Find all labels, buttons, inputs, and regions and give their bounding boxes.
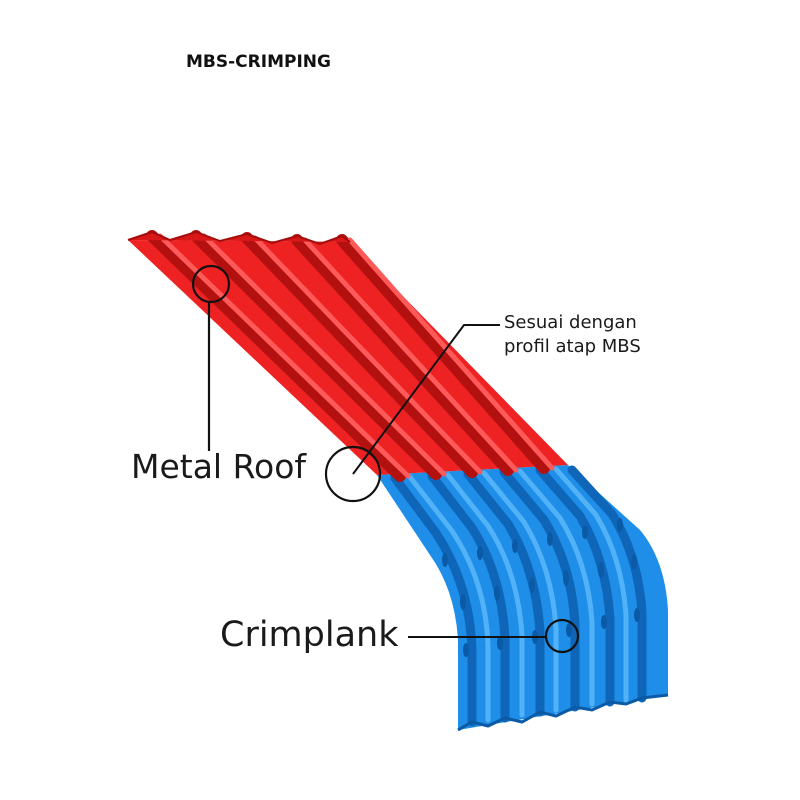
crimplank-ribs xyxy=(390,465,647,727)
page-title: MBS-CRIMPING xyxy=(186,52,331,72)
crimp-marks xyxy=(442,518,640,657)
callout-circle-icon xyxy=(191,264,231,304)
callout-circle-icon xyxy=(324,445,382,503)
profile-note-label: Sesuai dengan profil atap MBS xyxy=(504,311,641,359)
note-leader-line xyxy=(352,324,500,475)
metal-roof-top-edge xyxy=(127,230,351,246)
crimplank-sheet xyxy=(377,465,669,732)
crimplank-bottom-edge xyxy=(457,693,669,732)
metal-roof-sheet xyxy=(127,230,568,482)
crimplank-label: Crimplank xyxy=(220,615,399,655)
callouts xyxy=(191,264,580,654)
metal-roof-label: Metal Roof xyxy=(131,447,307,486)
profile-note-line-1: Sesuai dengan xyxy=(504,312,637,333)
profile-note-line-2: profil atap MBS xyxy=(504,336,641,357)
